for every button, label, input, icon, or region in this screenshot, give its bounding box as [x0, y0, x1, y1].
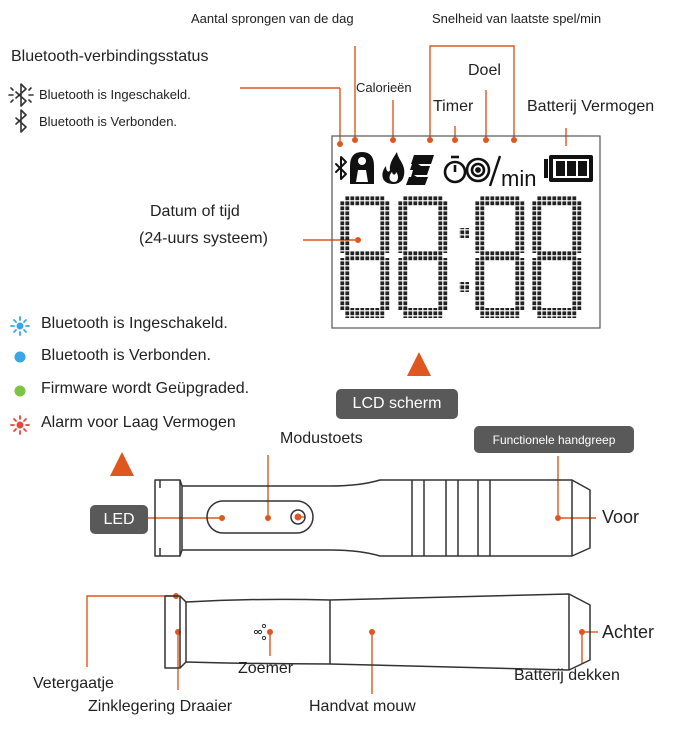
- label-lace-hole: Vetergaatje: [33, 675, 114, 692]
- lcd-battery-icon: [544, 155, 593, 182]
- label-mode-key: Modustoets: [280, 430, 363, 447]
- label-back: Achter: [602, 622, 655, 642]
- led-legend-item-bt-connected: Bluetooth is Verbonden.: [41, 347, 211, 364]
- lcd-flame-icon: [382, 152, 405, 184]
- lcd-colon: [459, 228, 469, 292]
- led-arrow-icon: [110, 452, 134, 476]
- lcd-digit-4: [532, 196, 582, 318]
- lcd-digit-3: [475, 196, 525, 318]
- led-legend-item-firmware: Firmware wordt Geüpgraded.: [41, 380, 250, 397]
- label-zinc-swivel: Zinklegering Draaier: [88, 698, 233, 715]
- label-bt-on: Bluetooth is Ingeschakeld.: [39, 87, 191, 102]
- label-bt-status-title: Bluetooth-verbindingsstatus: [11, 48, 209, 65]
- label-date-time-2: (24-uurs systeem): [139, 230, 268, 247]
- label-calories: Calorieën: [356, 80, 412, 95]
- led-legend-item-low-power: Alarm voor Laag Vermogen: [41, 414, 236, 431]
- handle-back: [164, 593, 591, 671]
- lcd-digits: [340, 196, 582, 318]
- label-bt-connected: Bluetooth is Verbonden.: [39, 114, 178, 129]
- handle-front: [154, 479, 591, 557]
- lcd-digit-1: [340, 196, 390, 318]
- lcd-digit-2: [398, 196, 448, 318]
- pill-functional-grip: Functionele handgreep: [474, 426, 634, 453]
- label-goal: Doel: [468, 62, 501, 79]
- label-timer: Timer: [433, 98, 474, 115]
- lcd-bluetooth-icon: [335, 156, 347, 180]
- pill-lcd-screen: LCD scherm: [336, 389, 458, 419]
- label-speed-last-game: Snelheid van laatste spel/min: [432, 11, 602, 26]
- lcd-screen: min: [331, 135, 601, 329]
- label-battery-cover: Batterij dekken: [514, 667, 620, 684]
- lcd-jumper-icon: [350, 152, 374, 184]
- led-red-burst-icon: [10, 415, 30, 435]
- bt-on-icon: [8, 83, 34, 107]
- pill-led: LED: [90, 505, 148, 534]
- lcd-target-icon: [465, 157, 491, 183]
- label-front: Voor: [602, 507, 640, 527]
- lcd-arrow-icon: [407, 352, 431, 376]
- lcd-speed-icon: [406, 155, 434, 185]
- label-buzzer: Zoemer: [238, 660, 294, 677]
- lcd-timer-icon: [443, 155, 467, 184]
- label-handle-sleeve: Handvat mouw: [309, 698, 416, 715]
- led-blue-burst-icon: [10, 316, 30, 336]
- label-battery: Batterij Vermogen: [527, 98, 655, 115]
- buzzer-holes-icon: [253, 623, 267, 641]
- led-legend-item-bt-on: Bluetooth is Ingeschakeld.: [41, 315, 228, 332]
- lcd-unit: min: [501, 166, 536, 191]
- label-jumps-today: Aantal sprongen van de dag: [191, 11, 354, 26]
- lcd-slash: [488, 155, 502, 187]
- bt-connected-icon: [15, 109, 27, 133]
- label-date-time-1: Datum of tijd: [150, 203, 240, 220]
- led-blue-dot-icon: [14, 351, 26, 363]
- led-green-dot-icon: [14, 385, 26, 397]
